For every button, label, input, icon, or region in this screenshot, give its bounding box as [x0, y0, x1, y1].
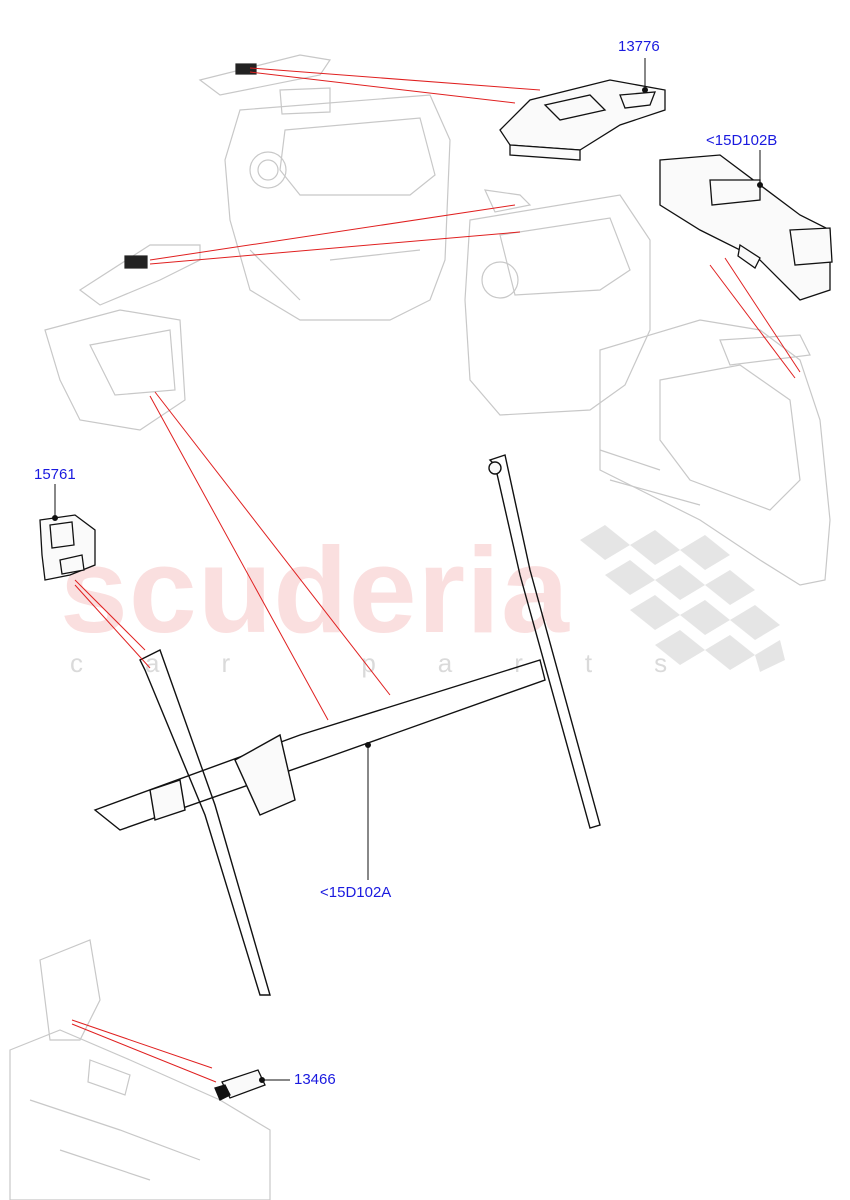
cargo-side-trim-ghost	[599, 319, 831, 586]
floor-carpet-ghost	[9, 939, 271, 1200]
part-13466-switch	[214, 1069, 266, 1101]
part-15761-bracket	[39, 514, 96, 581]
part-15d102b-harness-bracket	[659, 154, 833, 301]
callout-15761[interactable]: 15761	[34, 466, 76, 483]
checker-watermark	[580, 525, 785, 672]
rear-door-panel-ghost	[464, 189, 651, 416]
callout-13466[interactable]: 13466	[294, 1071, 336, 1088]
callout-15d102b[interactable]: <15D102B	[706, 132, 778, 149]
watermark-brand: scuderia	[60, 522, 570, 658]
callout-13776[interactable]: 13776	[618, 38, 660, 55]
watermark-tagline: car parts	[70, 648, 730, 678]
callout-15d102a[interactable]: <15D102A	[320, 884, 392, 901]
headliner-console-ghost	[44, 244, 201, 431]
leader-lines	[71, 67, 801, 1083]
part-13776-roof-console	[499, 79, 666, 161]
front-door-panel-ghost	[198, 54, 451, 321]
callout-lines	[52, 58, 763, 1083]
part-15d102a-main-harness	[93, 454, 601, 996]
